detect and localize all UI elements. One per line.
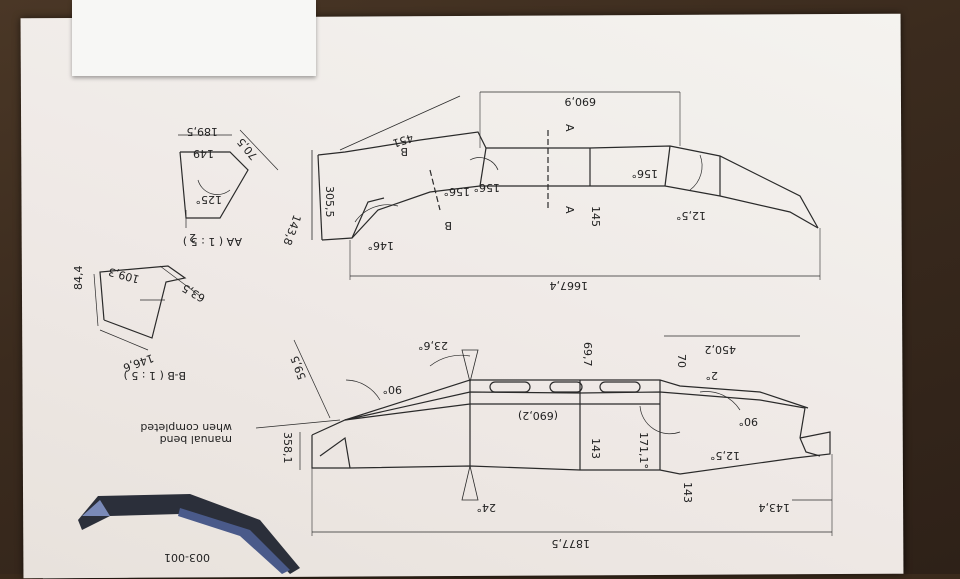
dim-451: 451 <box>391 131 415 150</box>
sticky-note <box>72 0 316 76</box>
dim-63-5: 63,5 <box>180 281 208 305</box>
dim-143-right: 143 <box>681 482 694 503</box>
part-number: 003-001 <box>164 551 210 564</box>
angle-156-left: 156° <box>444 185 471 198</box>
angle-125: 125° <box>196 193 223 206</box>
dim-109-3: 109,3 <box>107 265 141 286</box>
angle-156-right: 156° <box>632 167 659 180</box>
angle-90-left: 90° <box>383 383 403 396</box>
cut-label-a-bottom: A <box>563 206 576 214</box>
dim-149: 149 <box>193 147 214 160</box>
dim-143-4: 143,4 <box>759 501 791 514</box>
note-manual-bend: manual bend <box>160 433 232 446</box>
angle-156-mid: 156° <box>474 181 501 194</box>
bottom-view-outline <box>255 335 833 536</box>
section-bb-outline <box>93 265 201 351</box>
angle-23-6: 23,6° <box>418 339 448 352</box>
dim-59-5: 59,5 <box>288 354 309 381</box>
dim-1667-4: 1667,4 <box>550 279 589 292</box>
dim-1877-5: 1877,5 <box>552 537 591 550</box>
dim-2: 2 <box>189 231 196 244</box>
angle-24: 24° <box>477 501 497 514</box>
dim-145: 145 <box>589 206 602 227</box>
part-3d-thumbnail <box>78 494 300 574</box>
dim-358-1: 358,1 <box>281 432 294 464</box>
cut-label-a-top: A <box>563 124 576 132</box>
angle-12-5-bottom: 12,5° <box>710 449 740 462</box>
angle-146: 146° <box>368 239 395 252</box>
angle-12-5-top: 12,5° <box>676 209 706 222</box>
dim-450-2: 450,2 <box>705 343 737 356</box>
dim-70: 70 <box>675 354 688 368</box>
dim-84-4: 84,4 <box>72 266 85 291</box>
dim-690-9: 690,9 <box>565 95 597 108</box>
note-when-completed: when completed <box>140 421 232 434</box>
angle-171-1: 171,1° <box>637 432 650 469</box>
dim-305-5: 305,5 <box>323 186 336 218</box>
dim-143-left: 143 <box>589 438 602 459</box>
cut-label-b-top: B <box>400 145 408 158</box>
dim-690-2: (690,2) <box>518 409 558 422</box>
dim-189-5: 189,5 <box>187 125 219 138</box>
dim-143-8: 143,8 <box>280 213 303 247</box>
angle-90-right: 90° <box>739 415 759 428</box>
cut-label-b-bottom: B <box>444 219 452 232</box>
top-view-outline <box>311 91 821 280</box>
dim-70-5: 70,5 <box>235 135 261 162</box>
angle-2: 2° <box>706 369 719 382</box>
section-aa-outline <box>178 129 279 228</box>
section-aa-label: AA ( 1 : 5 ) <box>183 235 242 248</box>
dim-69-7: 69,7 <box>581 342 594 367</box>
section-bb-label: B-B ( 1 : 5 ) <box>124 369 186 382</box>
